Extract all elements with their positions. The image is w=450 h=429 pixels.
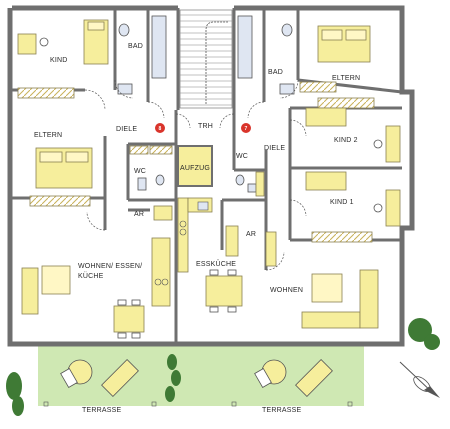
bush-right xyxy=(408,318,440,350)
room-label-wohnen-essen: WOHNEN/ ESSEN/ xyxy=(78,263,142,270)
wall-units xyxy=(225,171,277,267)
chairs xyxy=(39,37,383,213)
desks xyxy=(17,33,401,227)
door-swings xyxy=(84,79,307,271)
unit-badge-right xyxy=(241,123,251,133)
room-label-trh: TRH xyxy=(198,123,213,130)
room-label-wc-left: WC xyxy=(134,168,146,175)
hedge-plant xyxy=(165,354,181,402)
room-label-ar-left: AR xyxy=(134,211,144,218)
room-label-diele-right: DIELE xyxy=(264,145,285,152)
terrace-posts xyxy=(43,401,353,407)
room-label-eltern-top: ELTERN xyxy=(332,75,360,82)
terrace-label-right: TERRASSE xyxy=(262,407,301,414)
dining-chairs xyxy=(117,269,237,339)
room-label-bad-right: BAD xyxy=(268,69,283,76)
room-label-bad-left: BAD xyxy=(128,43,143,50)
sofas xyxy=(21,265,379,329)
room-label-ar-right: AR xyxy=(246,231,256,238)
unit-badge-left-number: 8 xyxy=(159,126,162,132)
room-label-kind1: KIND 1 xyxy=(330,199,354,206)
terrace-right-furniture xyxy=(254,359,333,397)
wardrobes xyxy=(17,81,375,243)
bath-fixtures xyxy=(117,15,295,193)
beds xyxy=(35,19,371,191)
room-label-kueche: KÜCHE xyxy=(78,272,104,280)
terrace-left-furniture xyxy=(60,359,139,397)
dining-tables xyxy=(113,275,243,333)
room-label-wohnen: WOHNEN xyxy=(270,287,303,294)
room-label-kind: KIND xyxy=(50,57,68,64)
room-label-esskueche: ESSKÜCHE xyxy=(196,260,236,268)
north-arrow-icon xyxy=(399,361,440,398)
kitchen-sink xyxy=(197,201,209,211)
room-label-kind2: KIND 2 xyxy=(334,137,358,144)
room-label-wc-right: WC xyxy=(236,153,248,160)
room-label-aufzug: AUFZUG xyxy=(180,165,210,172)
stove-rings xyxy=(154,220,187,286)
room-label-diele-left: DIELE xyxy=(116,126,137,133)
elevator-shaft xyxy=(177,145,213,187)
unit-badge-right-number: 7 xyxy=(245,126,248,132)
terrace-label-left: TERRASSE xyxy=(82,407,121,414)
room-label-eltern-left: ELTERN xyxy=(34,132,62,139)
unit-badge-left xyxy=(155,123,165,133)
bush-left xyxy=(6,372,24,416)
exterior-walls xyxy=(7,5,415,347)
